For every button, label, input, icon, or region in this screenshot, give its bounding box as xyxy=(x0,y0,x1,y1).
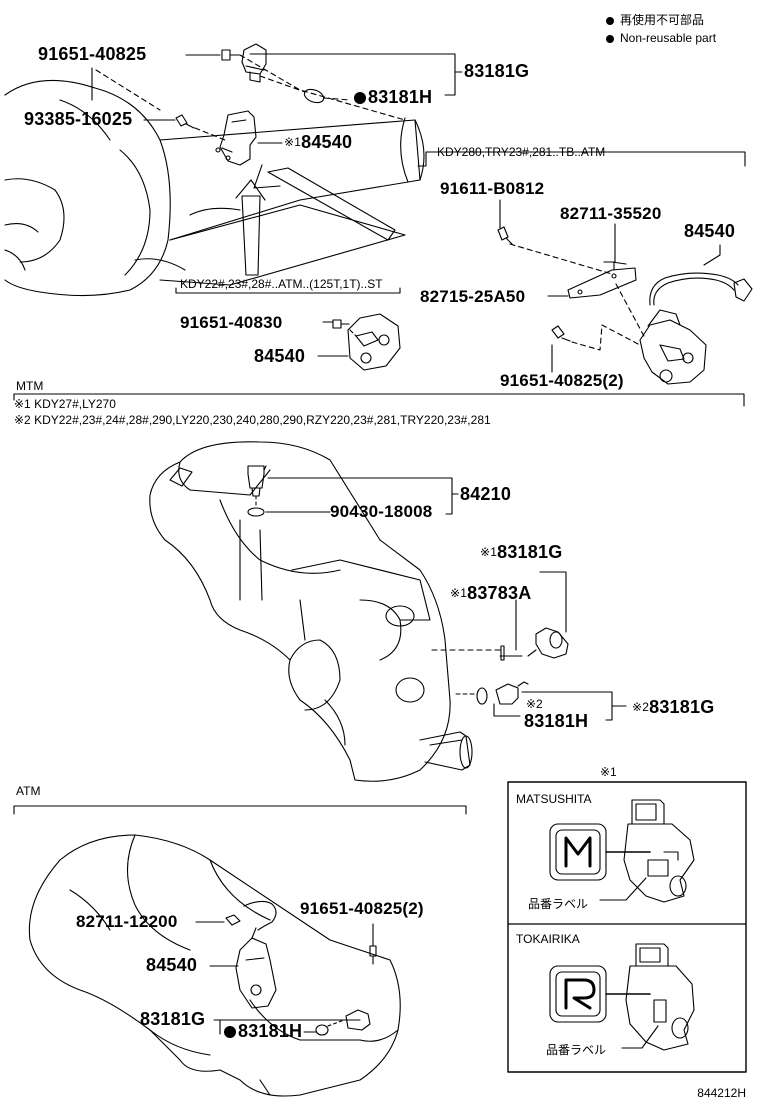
filled-dot-icon xyxy=(606,16,614,25)
part-number: ※283181G xyxy=(632,697,715,717)
mtm-transmission xyxy=(149,441,473,782)
part-number: 83181H xyxy=(524,711,589,731)
filled-dot-icon xyxy=(224,1026,236,1038)
inset-box xyxy=(507,781,747,1073)
filled-dot-icon xyxy=(606,34,614,43)
part-number: 84540 xyxy=(254,346,306,366)
legend-jp: 再使用不可部品 xyxy=(606,14,704,26)
right-84540-assembly xyxy=(497,199,753,385)
manufacturer-name: MATSUSHITA xyxy=(516,792,592,806)
part-number: 91651-40825(2) xyxy=(300,899,424,918)
part-number: ※183181G xyxy=(480,542,563,562)
mtm-parts xyxy=(247,465,627,721)
part-number: 82711-12200 xyxy=(76,912,178,931)
part-number-non-reusable: 83181H xyxy=(354,88,432,106)
part-number: 82715-25A50 xyxy=(420,287,526,306)
part-number: 91651-40830 xyxy=(180,313,283,332)
manufacturer-name: TOKAIRIKA xyxy=(516,932,580,946)
part-number: 84540 xyxy=(684,221,736,241)
note-mark: ※2 xyxy=(526,697,543,711)
section-title-mtm: MTM xyxy=(16,379,44,393)
part-number: 91651-40825 xyxy=(38,44,147,64)
part-label-caption: 品番ラベル xyxy=(546,1043,607,1057)
left-84540-assembly xyxy=(175,287,401,371)
part-number: 82711-35520 xyxy=(560,204,662,223)
top-pointer-arrows xyxy=(235,164,396,276)
footnote: ※2 KDY22#,23#,24#,28#,290,LY220,230,240,… xyxy=(14,413,491,427)
top-transmission-outline xyxy=(4,79,425,297)
filled-dot-icon xyxy=(354,92,366,104)
part-number: 91611-B0812 xyxy=(440,179,545,198)
part-number: 83181G xyxy=(140,1009,206,1029)
part-number: ※183783A xyxy=(450,583,532,603)
model-condition: KDY280,TRY23#,281..TB..ATM xyxy=(437,145,606,159)
part-number: 91651-40825(2) xyxy=(500,371,624,390)
top-leaders xyxy=(91,53,746,167)
inset-note-mark: ※1 xyxy=(600,765,617,779)
top-sensor-parts xyxy=(95,43,406,166)
mtm-bracket xyxy=(13,393,745,407)
part-number-non-reusable: 83181H xyxy=(224,1022,302,1040)
part-number: 83181G xyxy=(464,61,530,81)
diagram-code: 844212H xyxy=(697,1086,746,1100)
part-number: 93385-16025 xyxy=(24,109,133,129)
legend-en: Non-reusable part xyxy=(606,32,716,44)
atm-parts xyxy=(195,900,377,1036)
part-label-caption: 品番ラベル xyxy=(528,897,589,911)
part-number: 90430-18008 xyxy=(330,502,433,521)
atm-bracket xyxy=(13,805,467,815)
part-number: ※184540 xyxy=(284,132,353,152)
part-number: 84210 xyxy=(460,484,512,504)
atm-transmission xyxy=(28,834,401,1097)
footnote: ※1 KDY27#,LY270 xyxy=(14,397,116,411)
model-condition: KDY22#,23#,28#..ATM..(125T,1T)..ST xyxy=(180,277,383,291)
section-title-atm: ATM xyxy=(16,784,41,798)
part-number: 84540 xyxy=(146,955,198,975)
